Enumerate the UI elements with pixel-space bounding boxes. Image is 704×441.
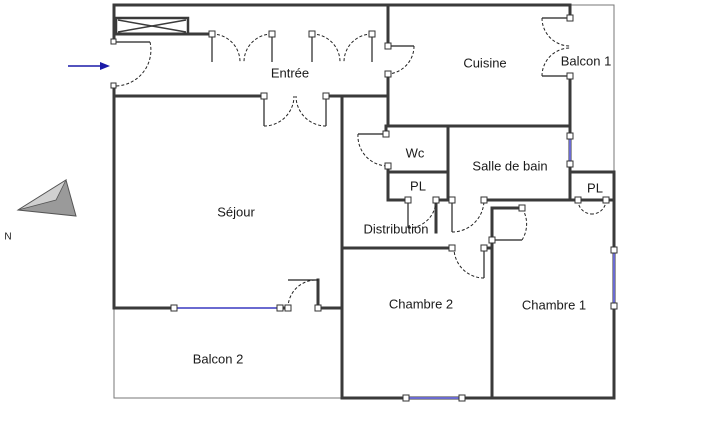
door-pl: [407, 199, 437, 229]
room-label-cuisine: Cuisine: [463, 55, 506, 70]
walls: [112, 3, 616, 400]
room-label-pl: PL: [410, 178, 426, 193]
door-sejour: [263, 95, 327, 127]
room-label-chambre-2: Chambre 2: [389, 296, 453, 311]
door-closets-entree: [211, 33, 373, 63]
door-wc: [357, 133, 389, 167]
door-chambre-1: [492, 207, 528, 241]
windows: [174, 136, 615, 399]
room-label-distribution: Distribution: [363, 221, 428, 236]
room-label-sejour: Séjour: [217, 204, 255, 219]
door-salle-de-bain: [451, 199, 485, 233]
room-label-salle-de-bain: Salle de bain: [472, 158, 547, 173]
door-chambre-2: [453, 247, 485, 279]
hinge-posts: [110, 14, 618, 402]
door-entree: [113, 41, 152, 87]
door-cuisine: [387, 45, 415, 75]
door-pl-2: [577, 199, 607, 215]
room-label-chambre-1: Chambre 1: [522, 297, 586, 312]
north-label: N: [4, 232, 11, 243]
room-label-entree: Entrée: [271, 65, 309, 80]
doors: [113, 17, 607, 309]
door-balcon-1: [541, 17, 571, 77]
room-label-balcon-2: Balcon 2: [193, 351, 244, 366]
compass-icon: [16, 178, 77, 217]
door-balcon-2: [287, 279, 318, 309]
room-label-wc: Wc: [406, 145, 425, 160]
room-label-pl-2: PL: [587, 180, 603, 195]
room-label-balcon-1: Balcon 1: [561, 53, 612, 68]
entry-arrow-icon: [68, 62, 110, 70]
